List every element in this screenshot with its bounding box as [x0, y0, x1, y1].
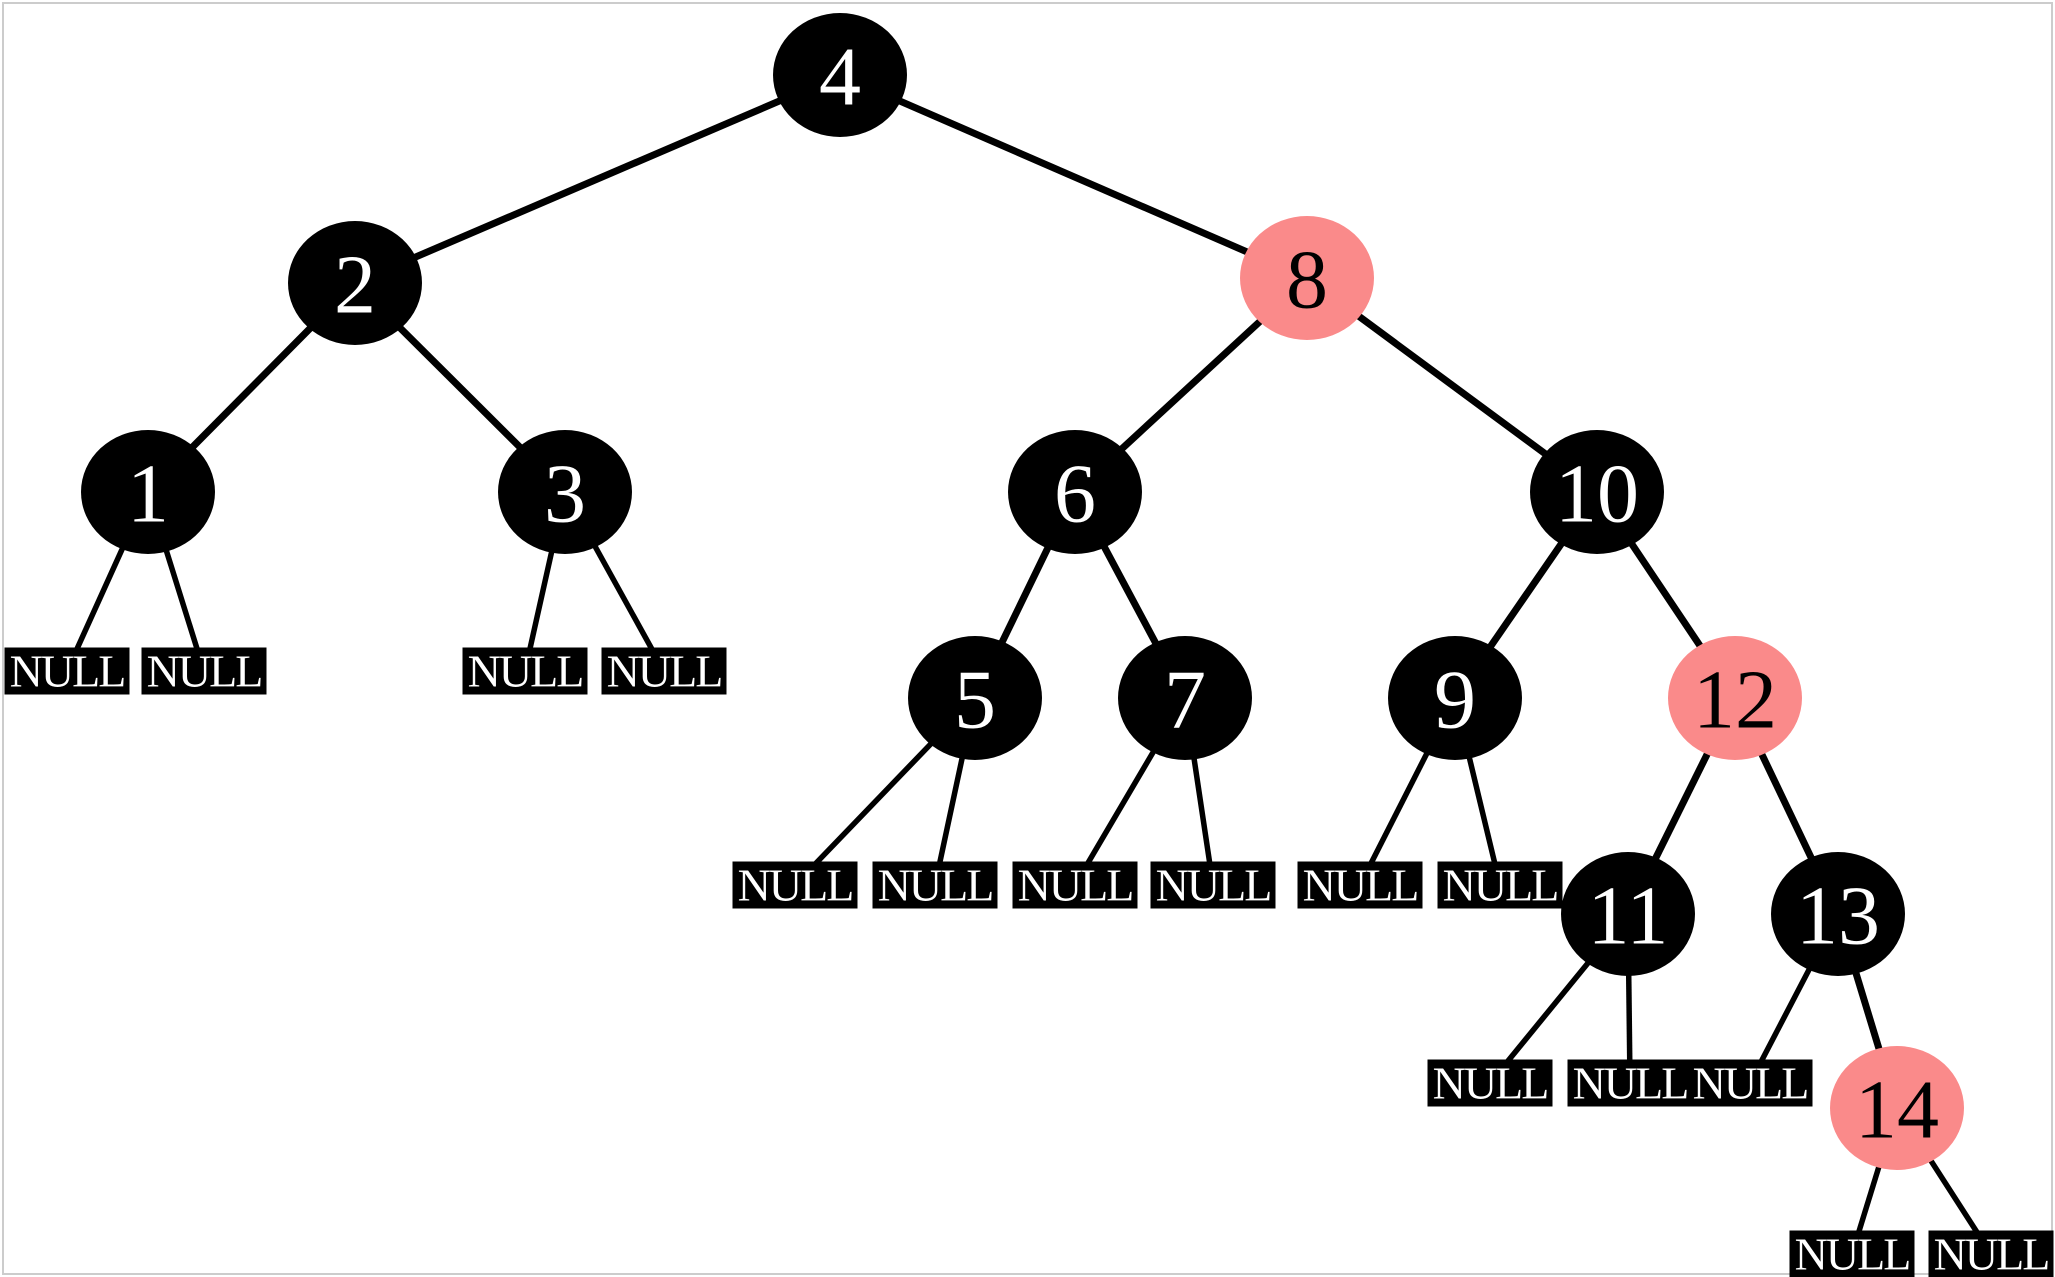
null-leaf-label: NULL	[10, 646, 125, 697]
null-leaf-box	[601, 647, 727, 695]
tree-node-4: 4	[773, 13, 907, 137]
tree-node-10: 10	[1530, 430, 1664, 554]
null-leaf-label: NULL	[468, 646, 583, 697]
tree-node-1: 1	[81, 430, 215, 554]
null-leaf: NULL	[601, 646, 727, 697]
tree-edge-4-2	[353, 71, 842, 287]
null-leaf-box	[1687, 1059, 1813, 1107]
null-leaf: NULL	[872, 860, 998, 911]
black-node-ellipse-7	[1118, 636, 1252, 760]
null-leaf: NULL	[1427, 1058, 1553, 1109]
null-leaf: NULL	[1012, 860, 1138, 911]
null-leaf-box	[732, 861, 858, 909]
null-leaf-label: NULL	[1156, 860, 1271, 911]
null-leaf-box	[462, 647, 588, 695]
null-leaf-box	[1567, 1059, 1693, 1107]
null-leaf: NULL	[1928, 1229, 2054, 1277]
black-node-ellipse-6	[1008, 430, 1142, 554]
null-leaf: NULL	[732, 860, 858, 911]
null-leaf-box	[1427, 1059, 1553, 1107]
null-leaf-label: NULL	[1433, 1058, 1548, 1109]
null-leaf-box	[872, 861, 998, 909]
tree-node-label-12: 12	[1693, 653, 1777, 746]
null-leaf: NULL	[462, 646, 588, 697]
red-node-ellipse-12	[1668, 636, 1802, 760]
null-leaf-box	[4, 647, 130, 695]
tree-node-3: 3	[498, 430, 632, 554]
tree-node-label-10: 10	[1555, 447, 1639, 540]
null-leaf: NULL	[1437, 860, 1563, 911]
null-leaf-label: NULL	[1303, 860, 1418, 911]
null-leaf-label: NULL	[1443, 860, 1558, 911]
null-leaf-box	[141, 647, 267, 695]
tree-node-label-3: 3	[544, 447, 586, 540]
red-node-ellipse-8	[1240, 216, 1374, 340]
tree-node-12: 12	[1668, 636, 1802, 760]
null-leaf: NULL	[1297, 860, 1423, 911]
tree-node-label-14: 14	[1855, 1063, 1939, 1156]
red-node-ellipse-14	[1830, 1046, 1964, 1170]
null-leaf-box	[1789, 1230, 1915, 1277]
tree-node-label-7: 7	[1164, 653, 1206, 746]
null-leaf-label: NULL	[147, 646, 262, 697]
tree-node-9: 9	[1388, 636, 1522, 760]
null-leaf-box	[1150, 861, 1276, 909]
null-leaf-label: NULL	[1693, 1058, 1808, 1109]
tree-node-label-1: 1	[127, 447, 169, 540]
null-leaf: NULL	[1150, 860, 1276, 911]
black-node-ellipse-3	[498, 430, 632, 554]
black-node-ellipse-10	[1530, 430, 1664, 554]
tree-node-2: 2	[288, 221, 422, 345]
null-leaf-box	[1012, 861, 1138, 909]
tree-node-label-4: 4	[819, 30, 861, 123]
null-leaf: NULL	[141, 646, 267, 697]
tree-node-6: 6	[1008, 430, 1142, 554]
null-leaf-label: NULL	[1934, 1229, 2049, 1277]
null-leaf-label: NULL	[607, 646, 722, 697]
black-node-ellipse-13	[1771, 852, 1905, 976]
tree-node-11: 11	[1561, 852, 1695, 976]
null-leaf-label: NULL	[738, 860, 853, 911]
tree-node-label-13: 13	[1796, 869, 1880, 962]
null-leaf-box	[1928, 1230, 2054, 1277]
null-leaf-label: NULL	[878, 860, 993, 911]
black-node-ellipse-2	[288, 221, 422, 345]
tree-node-13: 13	[1771, 852, 1905, 976]
tree-node-label-6: 6	[1054, 447, 1096, 540]
tree-node-label-9: 9	[1434, 653, 1476, 746]
null-leaf-label: NULL	[1573, 1058, 1688, 1109]
tree-node-label-11: 11	[1588, 869, 1669, 962]
tree-node-14: 14	[1830, 1046, 1964, 1170]
tree-node-7: 7	[1118, 636, 1252, 760]
black-node-ellipse-11	[1561, 852, 1695, 976]
null-leaf: NULL	[1687, 1058, 1813, 1109]
null-leaf: NULL	[1567, 1058, 1693, 1109]
null-leaf-box	[1297, 861, 1423, 909]
black-node-ellipse-4	[773, 13, 907, 137]
null-leaf-label: NULL	[1018, 860, 1133, 911]
tree-node-8: 8	[1240, 216, 1374, 340]
null-leaf-box	[1437, 861, 1563, 909]
black-node-ellipse-1	[81, 430, 215, 554]
black-node-ellipse-9	[1388, 636, 1522, 760]
tree-edge-4-8	[838, 71, 1309, 282]
null-leaf-label: NULL	[1795, 1229, 1910, 1277]
tree-node-label-2: 2	[334, 238, 376, 331]
null-leaf: NULL	[4, 646, 130, 697]
tree-node-label-5: 5	[954, 653, 996, 746]
black-node-ellipse-5	[908, 636, 1042, 760]
tree-node-5: 5	[908, 636, 1042, 760]
null-leaf: NULL	[1789, 1229, 1915, 1277]
tree-node-label-8: 8	[1286, 233, 1328, 326]
